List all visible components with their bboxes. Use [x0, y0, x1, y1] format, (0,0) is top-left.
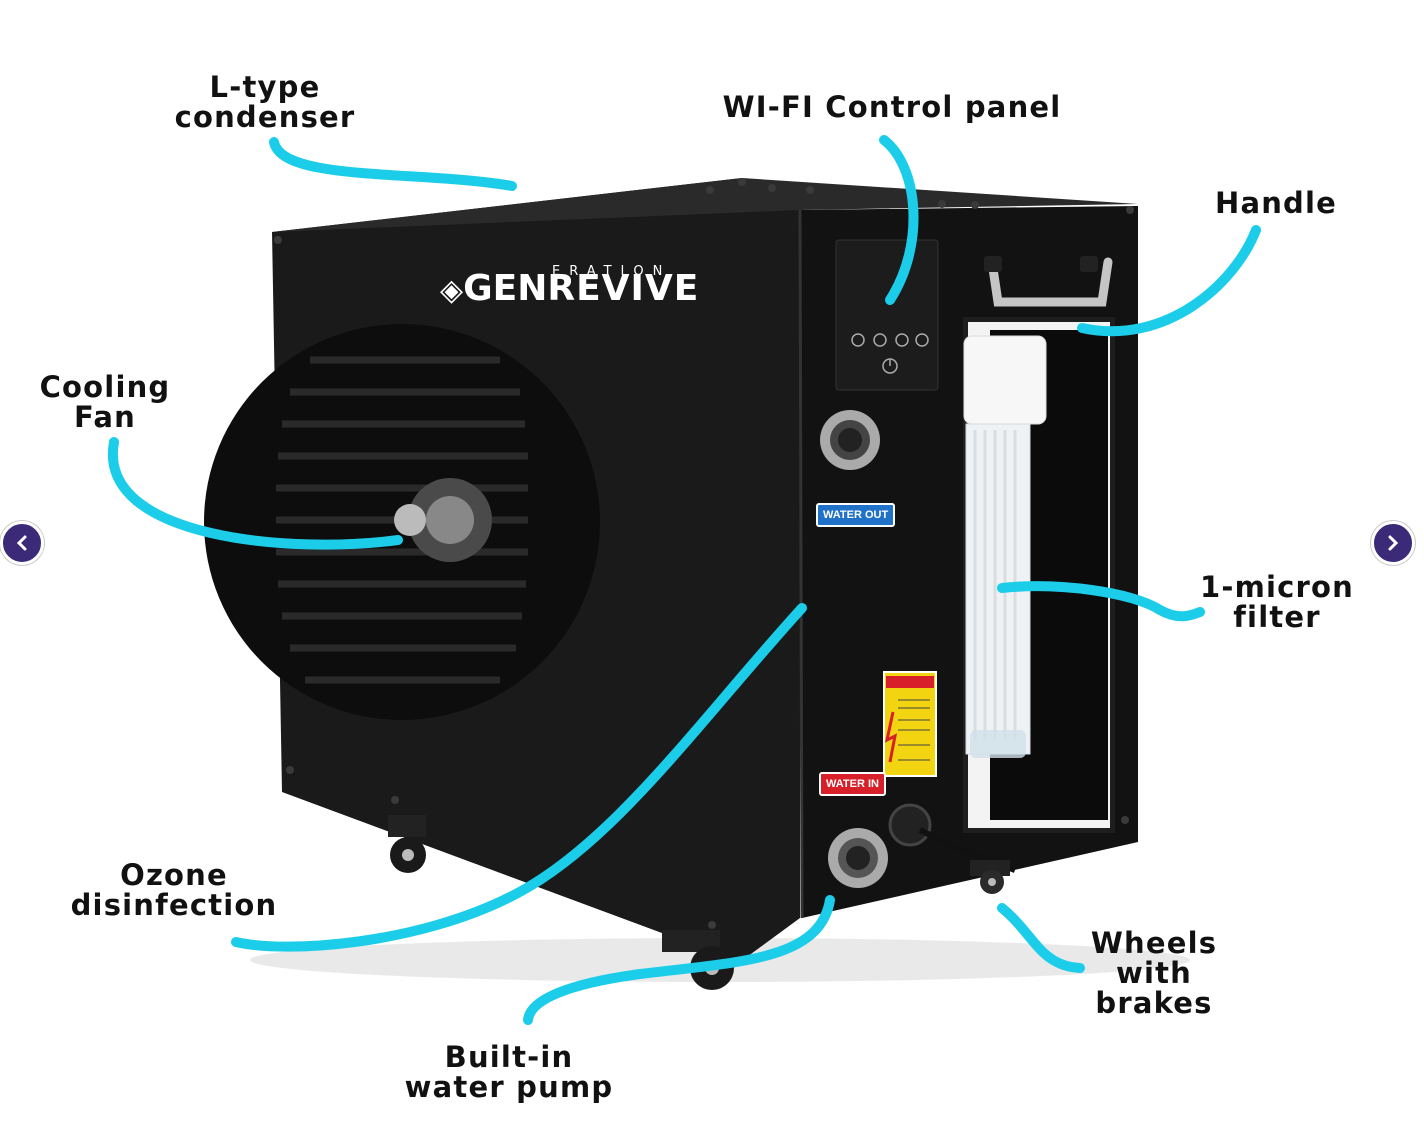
control-panel: [835, 239, 939, 391]
warning-label: [883, 671, 937, 777]
label-water-pump: Built-in water pump: [404, 1040, 614, 1104]
callout-lines: [107, 135, 1261, 1025]
label-condenser: L-type condenser: [174, 70, 356, 134]
label-handle: Handle: [1214, 186, 1338, 220]
chevron-left-icon: [16, 535, 27, 551]
label-cooling-fan: Cooling Fan: [39, 370, 171, 434]
label-filter: 1-micron filter: [1199, 570, 1355, 634]
water-out-tag: WATER OUT: [816, 503, 896, 527]
label-wifi-control-panel: WI-FI Control panel: [722, 90, 1062, 124]
chevron-right-icon: [1388, 535, 1399, 551]
label-ozone: Ozone disinfection: [70, 858, 278, 922]
brand-logo: ERATION ◈GENREVIVE: [440, 264, 700, 309]
label-wheels: Wheels with brakes: [1090, 926, 1218, 1020]
prev-slide-button[interactable]: [0, 521, 44, 565]
water-in-tag: WATER IN: [819, 772, 886, 796]
handle: [987, 257, 1113, 307]
next-slide-button[interactable]: [1371, 521, 1415, 565]
